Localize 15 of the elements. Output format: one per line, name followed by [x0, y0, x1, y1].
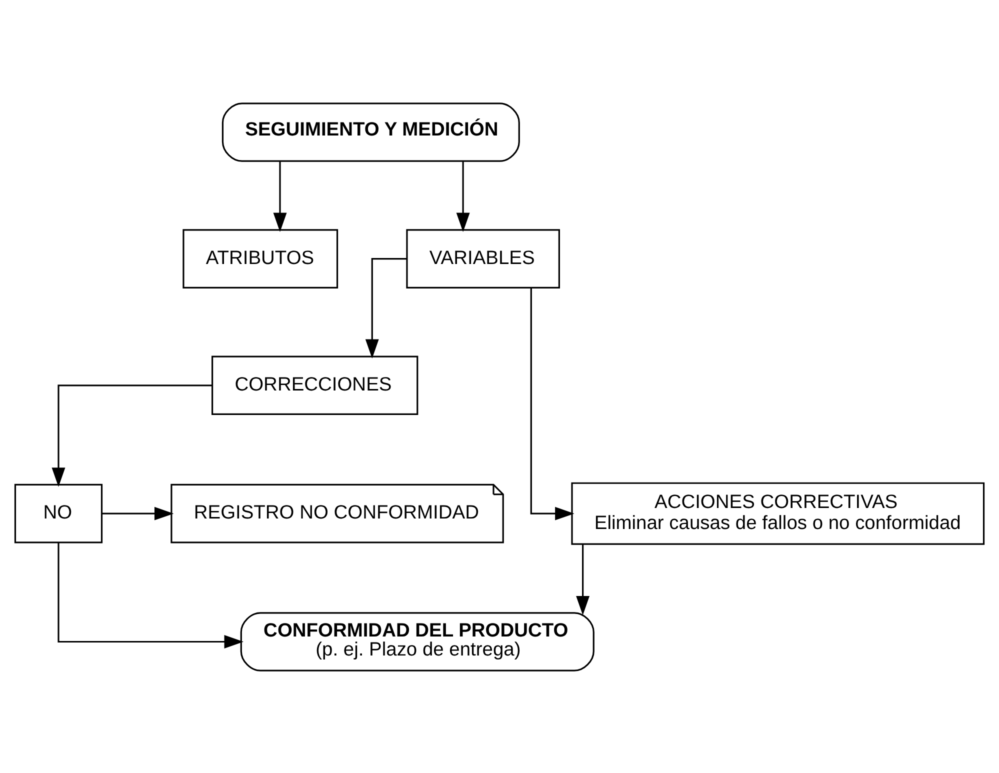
node-box: CONFORMIDAD DEL PRODUCTO (p. ej. Plazo de entrega) — [240, 612, 594, 671]
arrow — [273, 161, 287, 232]
node-box: ACCIONES CORRECTIVAS Eliminar causas de fallos o no conformidad — [571, 482, 985, 544]
arrow — [52, 384, 212, 486]
arrow — [456, 161, 470, 232]
arrow — [576, 544, 590, 615]
arrow — [365, 258, 407, 358]
node-box: NO — [14, 483, 103, 543]
arrow — [530, 288, 574, 520]
node-box: CORRECCIONES — [212, 355, 418, 415]
node-box: VARIABLES — [406, 228, 560, 288]
arrow — [102, 506, 174, 520]
node-box: ATRIBUTOS — [182, 228, 338, 288]
node-box: SEGUIMIENTO Y MEDICIÓN — [222, 102, 520, 162]
arrow — [58, 542, 244, 648]
